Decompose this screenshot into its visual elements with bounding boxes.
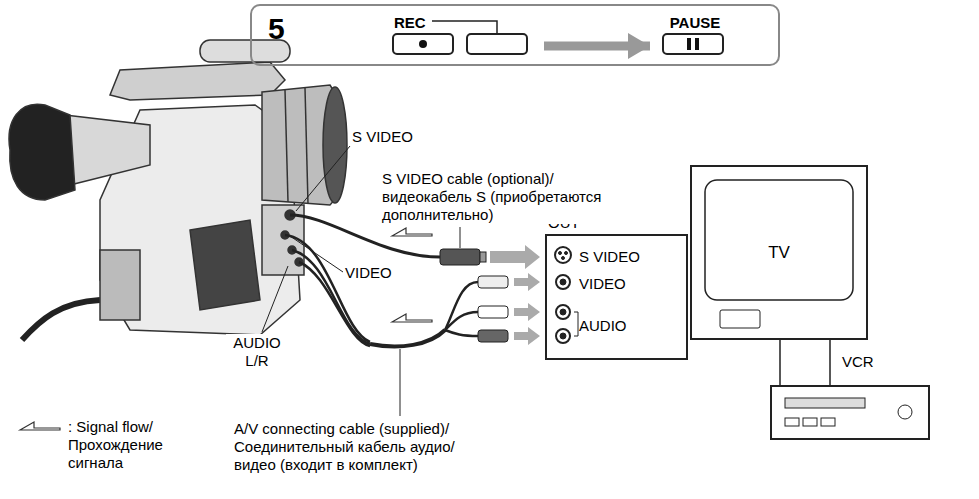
signal-flow-arrow — [392, 314, 432, 322]
jack-label: S VIDEO — [350, 128, 415, 146]
output-sockets — [560, 279, 566, 285]
tv-set — [705, 180, 853, 300]
av-plugs — [478, 273, 540, 345]
node-text: TV — [768, 243, 790, 263]
signal-flow-arrow — [20, 422, 60, 430]
tv-set — [720, 310, 760, 328]
output-sockets — [574, 312, 578, 336]
output-panel: OUTS VIDEOVIDEOAUDIO — [545, 234, 688, 360]
output-sockets — [560, 333, 566, 339]
vcr-set — [803, 418, 817, 426]
camcorder — [9, 104, 75, 200]
label-leaders — [262, 266, 288, 332]
camcorder — [100, 250, 140, 320]
node-text: PAUSE — [670, 14, 721, 31]
camcorder — [323, 87, 347, 203]
vcr-set — [821, 418, 835, 426]
tv-box: TV — [690, 165, 868, 340]
jack-label: AUDIO L/R — [226, 334, 288, 370]
node-text: REC — [394, 14, 426, 31]
output-sockets — [562, 257, 565, 260]
node-text: S VIDEO — [579, 248, 640, 265]
av-cable — [370, 330, 445, 346]
record-buttons — [393, 34, 453, 54]
rec-button-group: REC — [392, 14, 532, 64]
node-text: VIDEO — [579, 275, 626, 292]
node-text: AUDIO — [579, 317, 627, 334]
output-sockets — [555, 247, 578, 343]
label-leaders — [400, 349, 401, 416]
av-plugs — [478, 306, 508, 318]
av-plugs — [478, 330, 508, 342]
tv-set — [705, 180, 853, 328]
cable-label: A/V connecting cable (supplied)/ Соедини… — [232, 420, 486, 474]
label-leaders — [460, 227, 461, 248]
pause-button-group: PAUSE — [662, 14, 728, 64]
output-sockets — [565, 252, 568, 255]
s-video-cable — [480, 252, 486, 262]
output-sockets — [555, 247, 571, 263]
camcorder — [190, 220, 260, 310]
av-plugs — [514, 303, 540, 321]
cable-line — [829, 340, 831, 385]
signal-flow-arrow — [392, 228, 432, 236]
s-video-cable — [490, 245, 540, 269]
output-sockets — [556, 305, 570, 319]
output-sockets — [556, 329, 570, 343]
camcorder — [305, 88, 308, 204]
camcorder — [285, 90, 288, 202]
vcr-set — [785, 418, 799, 426]
callout-box: REC PAUSE 5 — [250, 4, 780, 66]
av-cable — [445, 330, 478, 336]
vcr-set — [898, 405, 912, 419]
output-sockets — [559, 252, 562, 255]
legend-text: : Signal flow/ Прохождение сигнала — [66, 418, 180, 472]
s-video-cable — [440, 249, 480, 265]
pause-button — [663, 34, 723, 54]
av-cable — [285, 235, 478, 346]
cable-label: S VIDEO cable (optional)/ видеокабель S … — [380, 170, 616, 224]
jack-label: VIDEO — [343, 264, 394, 282]
camcorder — [22, 300, 100, 340]
node-text: 5 — [268, 12, 285, 47]
record-buttons — [432, 21, 497, 34]
av-plugs — [514, 327, 540, 345]
record-buttons — [467, 34, 527, 54]
camcorder — [9, 40, 347, 340]
cable-line — [779, 340, 781, 385]
av-plugs — [478, 276, 508, 288]
record-buttons — [419, 40, 427, 48]
vcr-box: VCR — [770, 385, 930, 440]
output-sockets — [556, 275, 570, 289]
camcorder — [110, 62, 285, 100]
output-sockets — [560, 309, 566, 315]
node-text: VCR — [842, 353, 874, 370]
pause-button — [695, 38, 699, 50]
av-plugs — [514, 273, 540, 291]
flow-arrow — [544, 42, 650, 51]
vcr-set — [785, 398, 865, 408]
pause-button — [663, 34, 723, 54]
vcr-set — [785, 398, 912, 426]
pause-button — [687, 38, 691, 50]
signal-flow-arrow — [20, 228, 432, 430]
label-leaders — [296, 146, 350, 211]
camcorder — [65, 115, 150, 185]
av-cable — [445, 282, 478, 330]
av-cable — [445, 312, 478, 330]
